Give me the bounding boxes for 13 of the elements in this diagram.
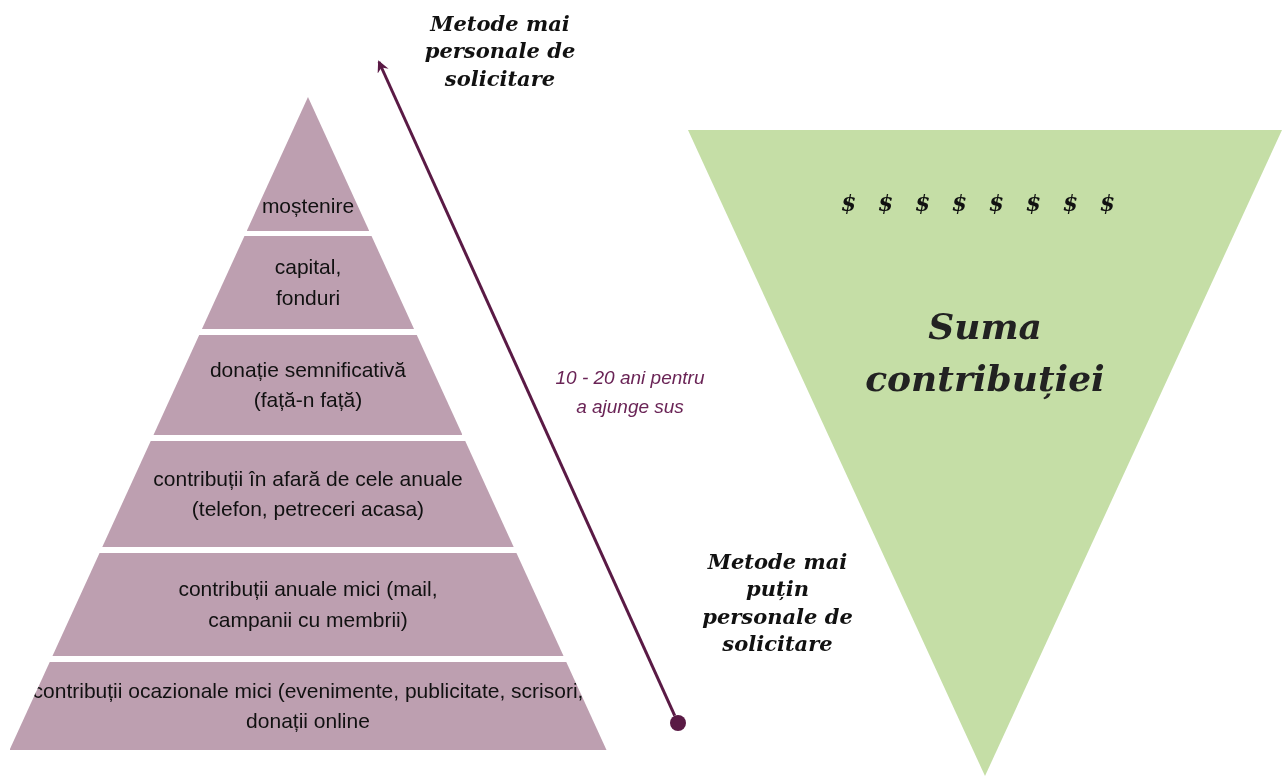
tier-label: moștenire	[261, 192, 355, 219]
tier-label: contribuții anuale mici (mail, campanii cu membrii)	[177, 576, 439, 633]
tier-label: contribuții în afară de cele anuale (telefon, petreceri acasa)	[152, 465, 464, 522]
tier-label: capital, fonduri	[273, 254, 343, 311]
note-text: Metode mai puțin personale de solicitare	[701, 548, 854, 658]
tier-label: donație semnificativă (față-n față)	[208, 356, 408, 413]
start-dot	[670, 715, 686, 731]
dollar-signs: $ $ $ $ $ $ $ $	[839, 190, 1117, 216]
triangle-title: Suma contribuției	[864, 304, 1106, 402]
arrow	[377, 60, 677, 717]
edge-label: 10 - 20 ani pentru a ajunge sus	[554, 366, 706, 419]
note-text: Metode mai personale de solicitare	[423, 10, 577, 92]
tier-label: contribuții ocazionale mici (evenimente, publicitate, scrisori, donații online	[31, 677, 585, 734]
